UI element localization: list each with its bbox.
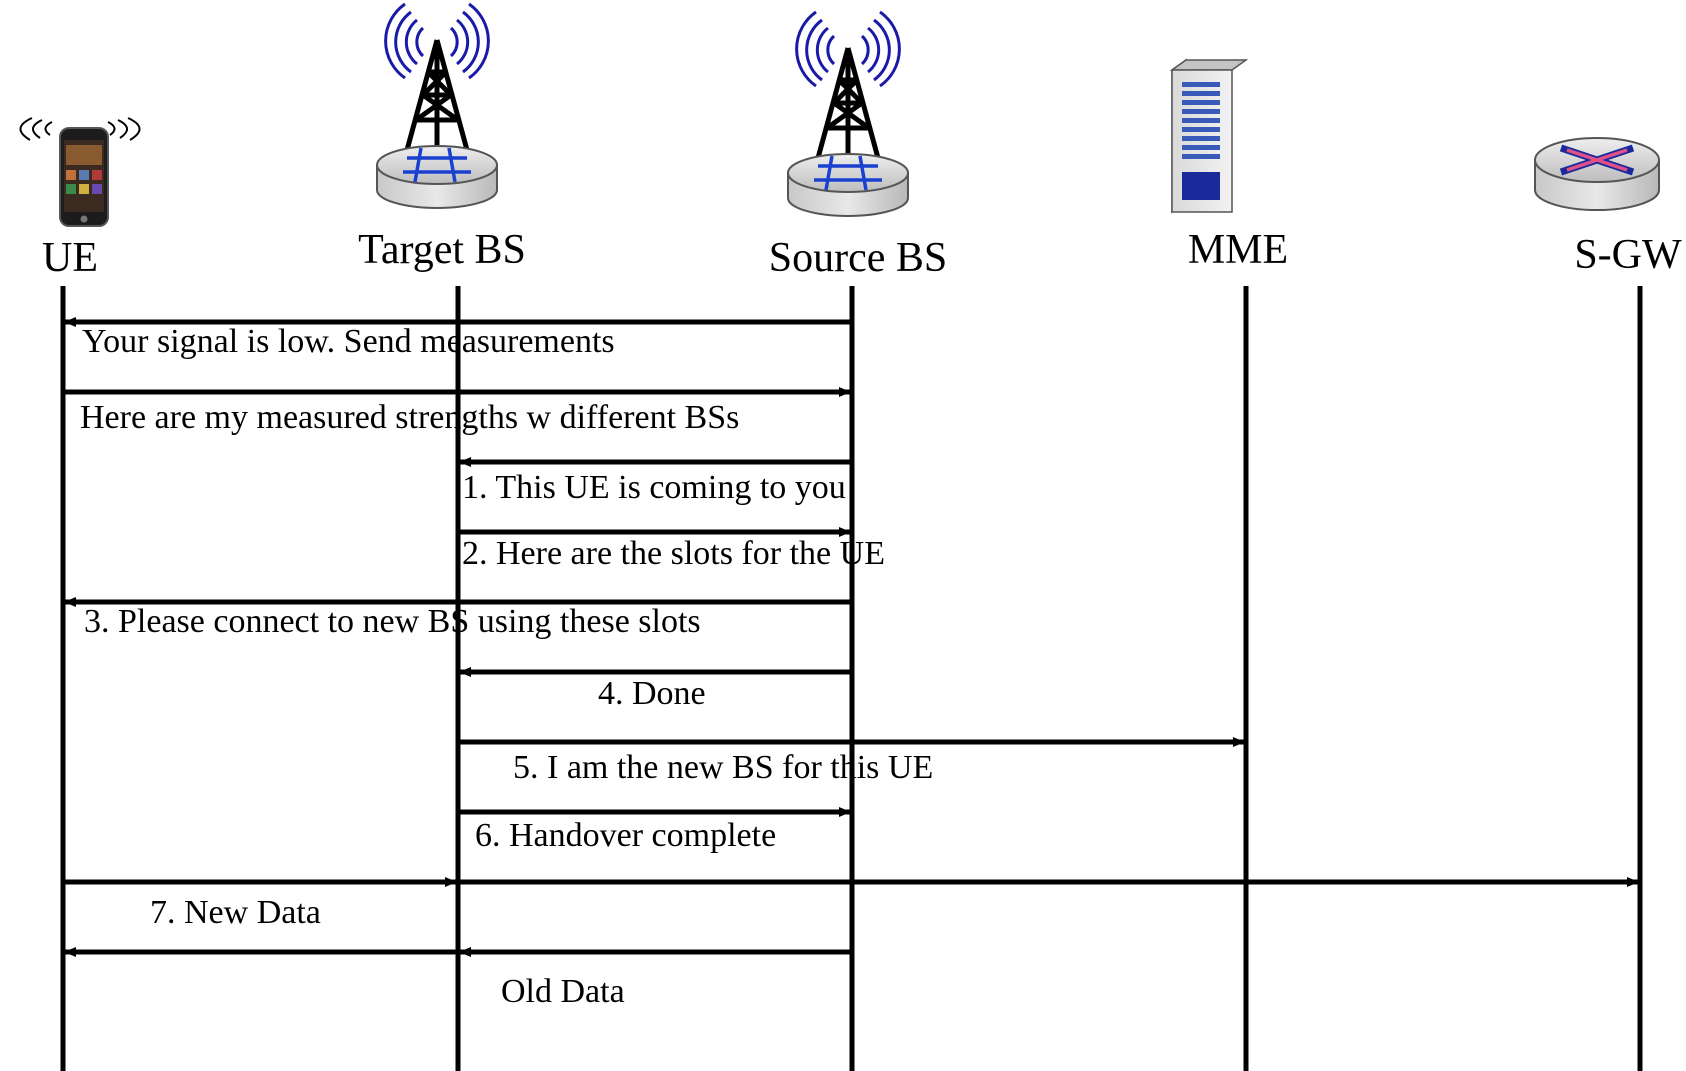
message-label: 2. Here are the slots for the UE — [462, 535, 885, 572]
phone-icon — [19, 117, 141, 227]
router-icon — [1534, 137, 1660, 211]
entity-label-mme: MME — [1188, 227, 1288, 273]
entity-label-sgw: S-GW — [1574, 232, 1682, 278]
message-label: 1. This UE is coming to you — [462, 469, 846, 506]
message-label: Your signal is low. Send measurements — [82, 323, 615, 360]
cell-tower-icon — [787, 10, 909, 217]
entity-label-target-bs: Target BS — [358, 227, 526, 273]
message-label: Old Data — [501, 973, 625, 1010]
message-label: 3. Please connect to new BS using these … — [84, 603, 701, 640]
message-label: 4. Done — [598, 675, 706, 712]
message-label: Here are my measured strengths w differe… — [80, 399, 739, 436]
message-label: 5. I am the new BS for this UE — [513, 749, 933, 786]
message-label: 6. Handover complete — [475, 817, 776, 854]
message-label: 7. New Data — [150, 894, 321, 931]
entity-label-ue: UE — [42, 235, 98, 281]
server-rack-icon — [1169, 58, 1249, 214]
cell-tower-icon — [376, 2, 498, 209]
entity-label-source-bs: Source BS — [769, 235, 948, 281]
